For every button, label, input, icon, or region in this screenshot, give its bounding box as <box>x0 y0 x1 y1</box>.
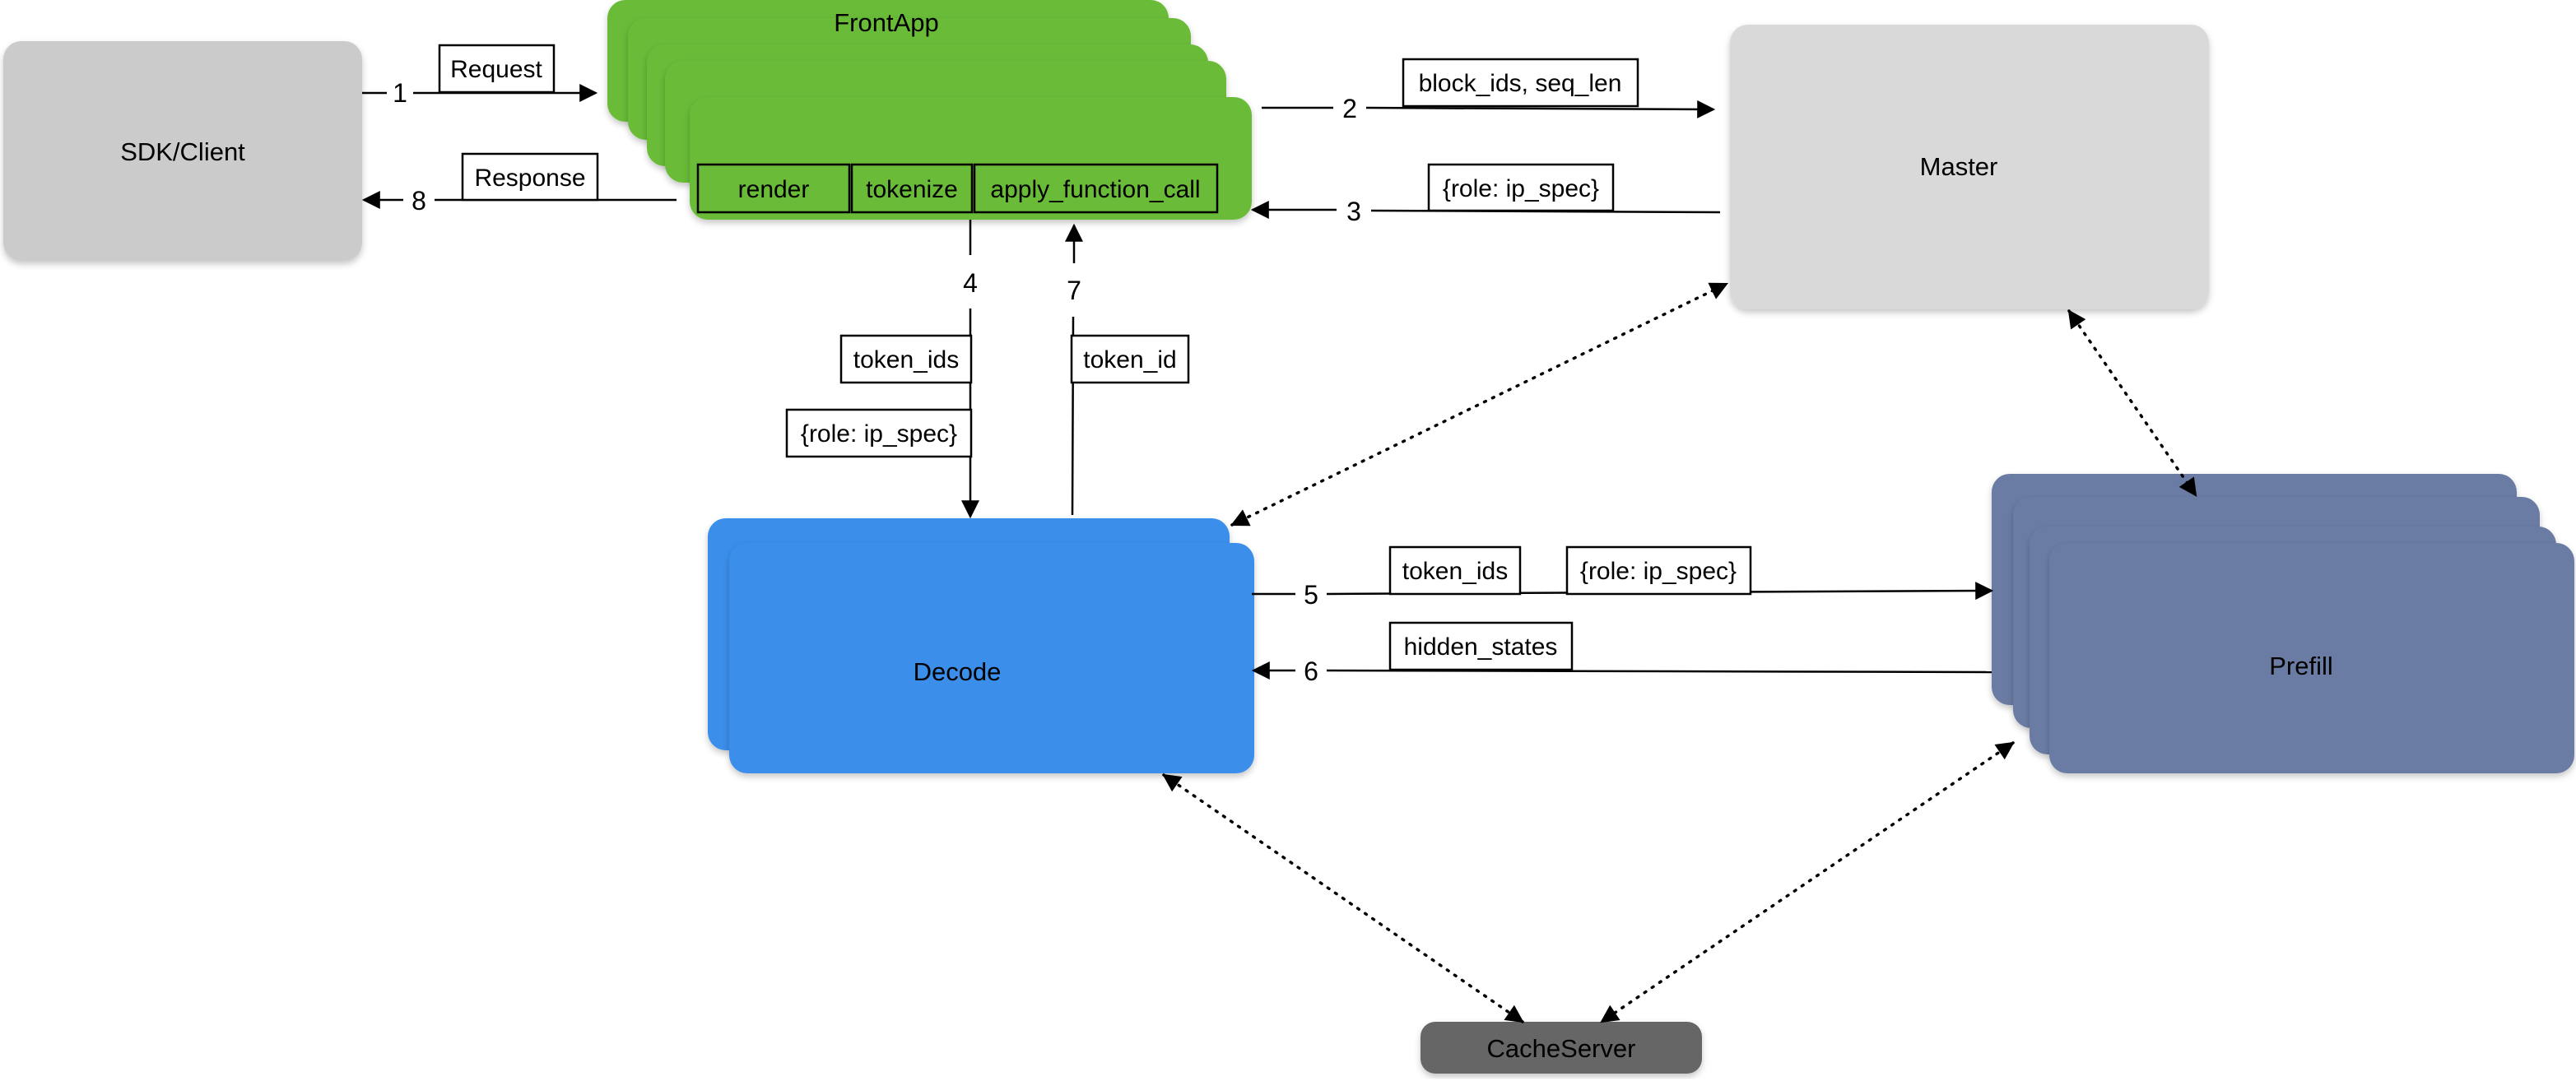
decode-layer-2 <box>729 543 1254 773</box>
edge-8-step: 8 <box>412 186 426 216</box>
edge-1-step: 1 <box>393 78 407 108</box>
edge-3-label: {role: ip_spec} <box>1443 175 1599 202</box>
module-tokenize-label: tokenize <box>866 176 958 203</box>
edge-8-label: Response <box>474 165 585 192</box>
decode-node[interactable]: Decode <box>708 518 1254 773</box>
sdk-client-label: SDK/Client <box>120 137 245 166</box>
dotted-link-prefill-cache <box>1600 741 2015 1023</box>
sdk-client-node[interactable]: SDK/Client <box>3 41 362 261</box>
edge-7-step: 7 <box>1067 276 1081 305</box>
edge-8-response: 8 Response <box>361 152 677 216</box>
edge-4-token-ids: 4 token_ids {role: ip_spec} <box>785 220 979 519</box>
prefill-node[interactable]: Prefill <box>1992 474 2574 773</box>
module-apply-function-call-label: apply_function_call <box>990 176 1200 203</box>
edge-4-step: 4 <box>963 268 978 298</box>
master-label: Master <box>1920 152 1998 181</box>
edge-2-block-ids: 2 block_ids, seq_len <box>1262 58 1716 123</box>
frontapp-layer-5 <box>690 97 1252 220</box>
edge-4-label-token-ids: token_ids <box>853 346 959 373</box>
edge-5-label-token-ids: token_ids <box>1402 558 1508 585</box>
frontapp-label: FrontApp <box>834 8 939 37</box>
dotted-link-master-prefill <box>2067 309 2197 497</box>
prefill-layer-4 <box>2049 543 2574 773</box>
dotted-link-decode-cache <box>1162 773 1524 1023</box>
edge-5-step: 5 <box>1304 580 1318 610</box>
dotted-link-master-decode <box>1230 282 1728 527</box>
edge-2-label: block_ids, seq_len <box>1419 70 1622 97</box>
edge-5-label-role: {role: ip_spec} <box>1580 558 1737 585</box>
edge-2-step: 2 <box>1342 94 1357 123</box>
edge-3-role: 3 {role: ip_spec} <box>1250 163 1721 226</box>
edge-6-step: 6 <box>1304 656 1318 686</box>
cacheserver-node[interactable]: CacheServer <box>1421 1022 1702 1074</box>
edge-6-hidden-states: 6 hidden_states <box>1251 621 1992 686</box>
edge-3-step: 3 <box>1346 197 1361 226</box>
master-node[interactable]: Master <box>1730 25 2209 309</box>
prefill-label: Prefill <box>2269 652 2333 680</box>
edge-1-request: 1 Request <box>362 44 598 108</box>
edge-7-token-id: 7 token_id <box>1065 223 1190 516</box>
module-render-label: render <box>738 176 810 203</box>
edge-5-token-ids: 5 token_ids {role: ip_spec} <box>1252 545 1994 610</box>
decode-label: Decode <box>914 657 1002 686</box>
module-render[interactable]: render <box>696 163 851 214</box>
edge-7-label: token_id <box>1083 346 1176 373</box>
edge-1-label: Request <box>450 56 542 83</box>
cacheserver-label: CacheServer <box>1487 1034 1636 1063</box>
frontapp-node[interactable]: FrontApp render tokenize apply_function_… <box>607 0 1252 220</box>
edge-4-label-role: {role: ip_spec} <box>801 420 957 448</box>
module-tokenize[interactable]: tokenize <box>850 163 974 214</box>
module-apply-function-call[interactable]: apply_function_call <box>973 163 1219 214</box>
edge-6-label: hidden_states <box>1404 633 1558 661</box>
